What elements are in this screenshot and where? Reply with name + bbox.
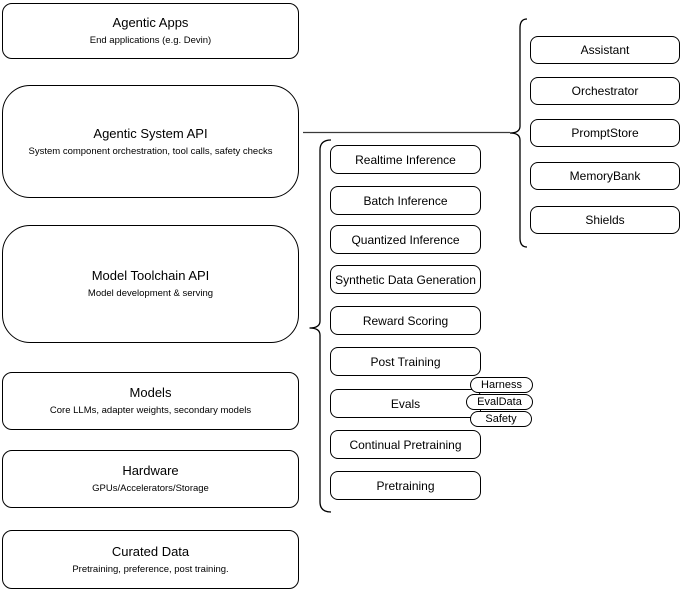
node-continual-pretraining: Continual Pretraining bbox=[330, 430, 481, 459]
node-orchestrator: Orchestrator bbox=[530, 77, 680, 105]
node-batch-inference: Batch Inference bbox=[330, 186, 481, 215]
pill-safety: Safety bbox=[470, 411, 532, 427]
node-assistant: Assistant bbox=[530, 36, 680, 64]
node-hardware: Hardware GPUs/Accelerators/Storage bbox=[2, 450, 299, 508]
node-subtitle: Core LLMs, adapter weights, secondary mo… bbox=[49, 405, 252, 416]
node-curated-data: Curated Data Pretraining, preference, po… bbox=[2, 530, 299, 589]
node-title: Hardware bbox=[122, 463, 179, 478]
toolchain-group-brace bbox=[309, 139, 332, 513]
node-agentic-apps: Agentic Apps End applications (e.g. Devi… bbox=[2, 3, 299, 59]
components-group-brace bbox=[509, 18, 528, 248]
node-subtitle: Model development & serving bbox=[87, 288, 214, 299]
node-post-training: Post Training bbox=[330, 347, 481, 376]
node-title: Agentic Apps bbox=[112, 15, 189, 30]
node-quantized-inference: Quantized Inference bbox=[330, 225, 481, 254]
node-models: Models Core LLMs, adapter weights, secon… bbox=[2, 372, 299, 430]
pill-evaldata: EvalData bbox=[466, 394, 533, 410]
node-promptstore: PromptStore bbox=[530, 119, 680, 147]
pill-harness: Harness bbox=[470, 377, 533, 393]
node-subtitle: System component orchestration, tool cal… bbox=[28, 145, 273, 157]
node-title: Agentic System API bbox=[93, 125, 208, 141]
node-realtime-inference: Realtime Inference bbox=[330, 145, 481, 174]
node-model-toolchain-api: Model Toolchain API Model development & … bbox=[2, 225, 299, 343]
node-memorybank: MemoryBank bbox=[530, 162, 680, 190]
node-subtitle: Pretraining, preference, post training. bbox=[72, 563, 229, 575]
node-title: Model Toolchain API bbox=[91, 268, 210, 283]
node-subtitle: End applications (e.g. Devin) bbox=[89, 35, 212, 46]
node-title: Models bbox=[129, 385, 172, 400]
node-evals: Evals bbox=[330, 389, 481, 418]
node-shields: Shields bbox=[530, 206, 680, 234]
node-agentic-system-api: Agentic System API System component orch… bbox=[2, 85, 299, 198]
node-title: Curated Data bbox=[111, 543, 190, 559]
node-subtitle: GPUs/Accelerators/Storage bbox=[92, 483, 209, 494]
node-pretraining: Pretraining bbox=[330, 471, 481, 500]
node-synthetic-data-generation: Synthetic Data Generation bbox=[330, 265, 481, 294]
node-reward-scoring: Reward Scoring bbox=[330, 306, 481, 335]
